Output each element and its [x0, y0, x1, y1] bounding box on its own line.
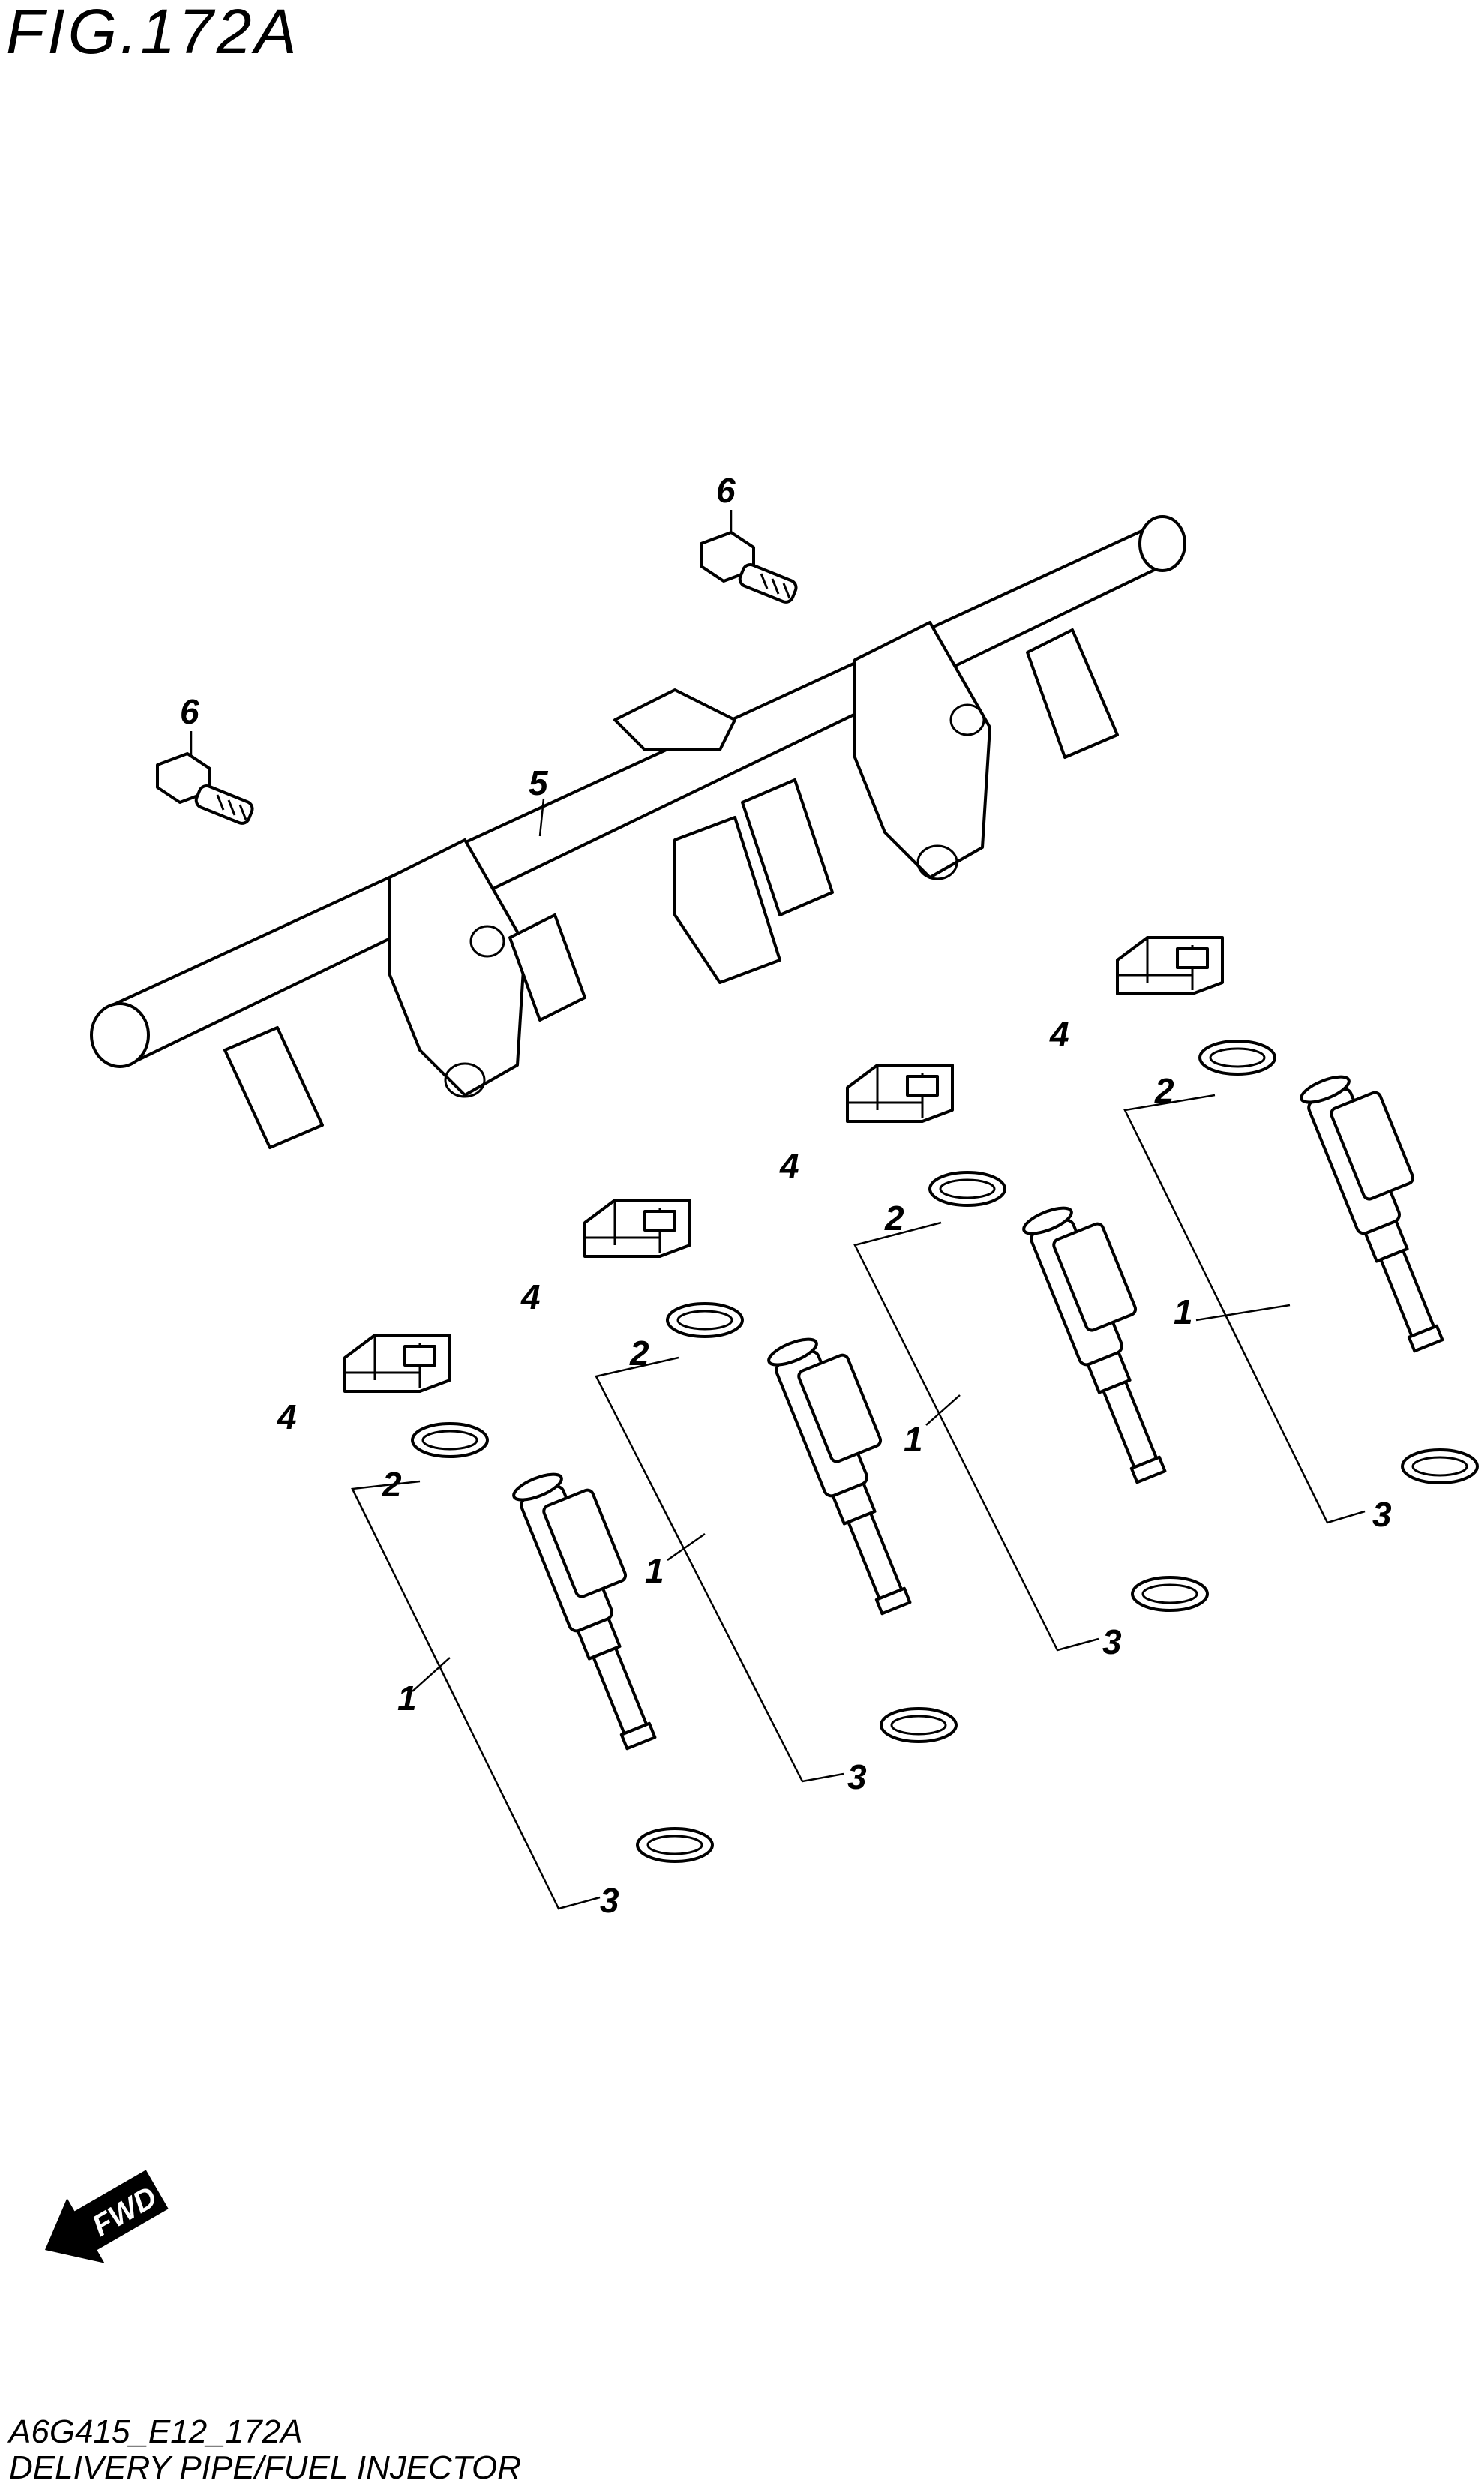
callout-2: 2: [884, 1198, 904, 1238]
lead-lines: [190, 510, 1366, 1910]
callout-2: 2: [629, 1334, 649, 1372]
bolt-upper: [700, 531, 800, 606]
diagram-name: DELIVERY PIPE/FUEL INJECTOR: [9, 2450, 522, 2486]
callout-3: 3: [847, 1757, 867, 1796]
callout-6: 6: [180, 692, 199, 731]
callout-1: 1: [904, 1420, 923, 1459]
callout-4: 4: [1049, 1015, 1069, 1054]
diagram-code: A6G415_E12_172A: [9, 2414, 303, 2450]
upper-oring-3: [928, 1171, 1006, 1207]
lower-oring-4: [1401, 1448, 1479, 1484]
upper-oring-4: [1198, 1040, 1276, 1076]
clip-3: [846, 1064, 954, 1123]
upper-oring-1: [411, 1422, 489, 1458]
figure-title: FIG.172A: [6, 0, 300, 67]
upper-oring-2: [666, 1302, 744, 1338]
bolt-left: [156, 752, 256, 827]
callout-5: 5: [529, 764, 549, 802]
callout-2: 2: [1154, 1071, 1174, 1110]
callout-3: 3: [600, 1881, 619, 1920]
callout-4: 4: [779, 1146, 799, 1185]
callout-3: 3: [1372, 1495, 1392, 1534]
clip-2: [583, 1198, 691, 1258]
callout-3: 3: [1102, 1622, 1122, 1661]
callout-1: 1: [1174, 1292, 1193, 1331]
callouts: 1 1 1 1 2 2 2 2 3 3 3 3 4 4 4 4 5 6 6: [180, 471, 1392, 1920]
callout-1: 1: [645, 1551, 664, 1590]
clip-4: [1116, 936, 1224, 995]
lower-oring-2: [880, 1707, 958, 1743]
delivery-pipe: [90, 515, 1186, 1149]
injector-1: [508, 1459, 688, 1754]
fwd-arrow: FWD: [45, 2170, 169, 2264]
injector-2: [763, 1324, 943, 1619]
callout-6: 6: [716, 471, 736, 510]
callout-2: 2: [382, 1465, 402, 1504]
lower-oring-3: [1131, 1576, 1209, 1612]
lower-oring-1: [636, 1827, 714, 1863]
callout-4: 4: [520, 1277, 541, 1316]
injector-3: [1018, 1192, 1198, 1488]
callout-4: 4: [277, 1397, 297, 1436]
injector-4: [1296, 1061, 1476, 1357]
callout-1: 1: [397, 1678, 417, 1718]
clip-1: [343, 1334, 451, 1393]
